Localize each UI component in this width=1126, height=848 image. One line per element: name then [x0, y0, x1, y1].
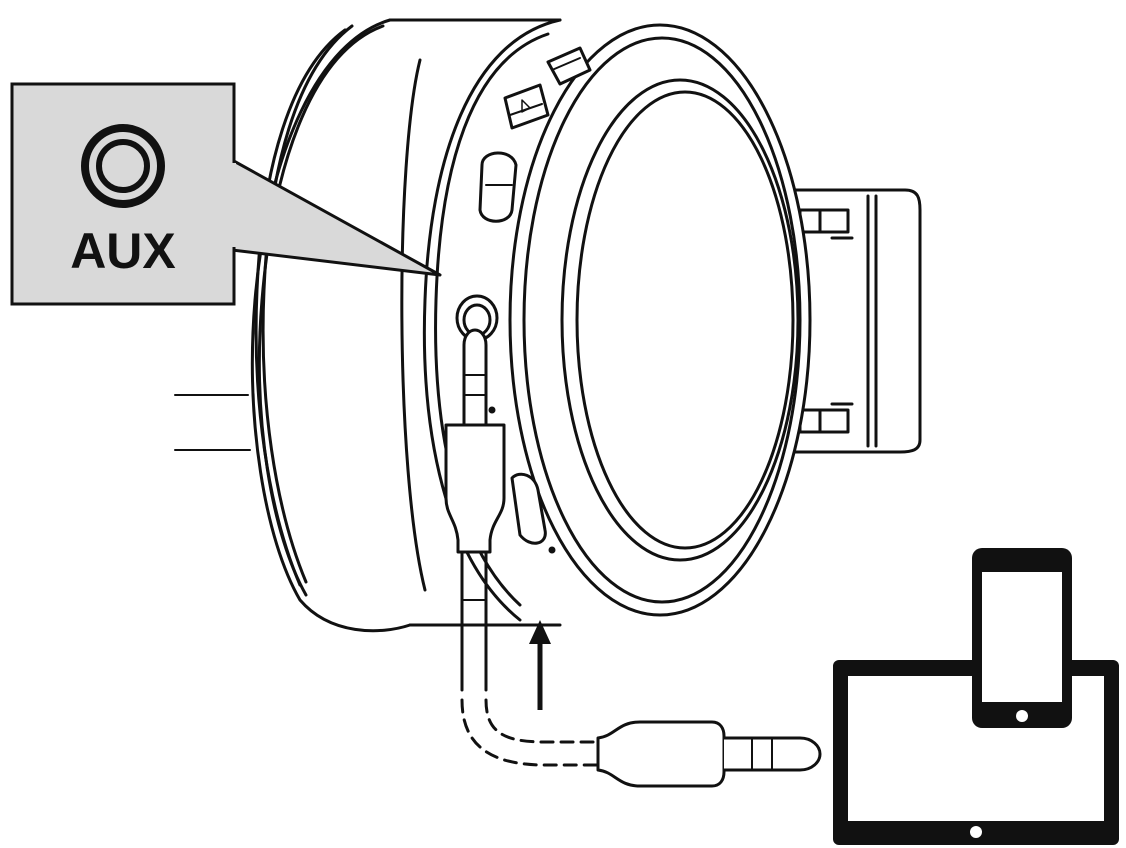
ear-cushion-ring: [522, 36, 802, 604]
headphone-ear-cup: [174, 18, 922, 633]
headband-slider: [793, 188, 922, 454]
callout-box: [10, 82, 236, 306]
audio-jack-icon: [81, 124, 165, 208]
phone-home-button: [1016, 710, 1028, 722]
ear-cup-back-ring: [254, 28, 347, 587]
audio-cable: [444, 328, 822, 788]
usb-port: [510, 472, 547, 545]
device-plug-housing: [596, 720, 726, 788]
ear-cup-back-ring-2: [261, 24, 354, 584]
cable-dashed-bend: [460, 698, 602, 767]
volume-up-button: [546, 46, 592, 86]
headphone-plug-pin: [462, 328, 488, 427]
power-switch: [478, 151, 518, 223]
tablet-home-button: [970, 826, 982, 838]
headphone-plug-housing: [444, 423, 506, 554]
ear-cup-back-shell: [250, 18, 412, 633]
ear-cushion-inner: [560, 78, 800, 562]
smartphone: [972, 548, 1072, 728]
aux-callout: AUX: [10, 82, 442, 306]
ear-cushion-outer: [508, 23, 812, 617]
aux-label: AUX: [70, 223, 176, 279]
play-pause-button: [503, 83, 550, 130]
insert-arrow: [529, 620, 551, 710]
phone-screen: [982, 572, 1062, 702]
